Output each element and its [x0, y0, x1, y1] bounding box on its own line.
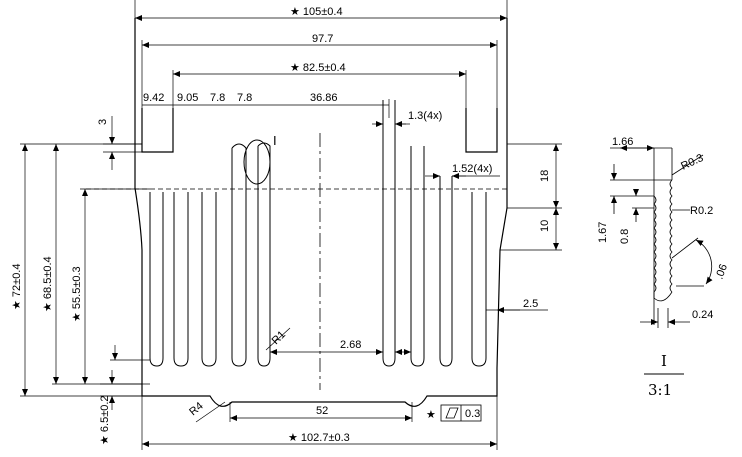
dim-2-68: 2.68	[340, 339, 361, 351]
detail-label-roman: I	[661, 352, 667, 370]
dim-inner-width: 97.7	[312, 33, 333, 45]
dim-9-05: 9.05	[177, 92, 198, 104]
dimension-text: ★ 105±0.4 97.7 ★ 82.5±0.4 9.42 9.05 7.8 …	[11, 6, 551, 445]
detail-dim-0-8: 0.8	[619, 229, 631, 244]
detail-dim-r0-3: R0.3	[679, 152, 705, 173]
dim-7-8b: 7.8	[237, 92, 252, 104]
detail-dim-r0-2: R0.2	[690, 205, 713, 217]
detail-marker-label: I	[273, 133, 277, 148]
fins	[149, 100, 487, 367]
dim-18: 18	[539, 170, 551, 182]
profile-outline	[134, 18, 508, 407]
detail-dim-1-66: 1.66	[612, 136, 633, 148]
dim-1-3: 1.3(4x)	[408, 110, 442, 122]
dim-36-86: 36.86	[310, 92, 338, 104]
detail-view: 1.66 R0.3 R0.2 1.67 0.8 .06 0.24 I 3:1	[597, 136, 730, 399]
dim-overall-width: ★ 105±0.4	[290, 6, 343, 18]
dim-52: 52	[316, 405, 328, 417]
dim-r4: R4	[187, 400, 205, 418]
dim-2-5: 2.5	[523, 298, 538, 310]
flatness-value: 0.3	[465, 408, 480, 420]
dim-68-5: ★ 68.5±0.4	[42, 256, 54, 312]
dim-fin-span: ★ 82.5±0.4	[290, 62, 346, 74]
dimension-lines	[20, 0, 562, 450]
dim-6-5: ★ 6.5±0.2	[99, 395, 111, 445]
dim-3: 3	[97, 119, 109, 125]
flatness-star: ★	[426, 409, 436, 421]
dim-9-42: 9.42	[143, 92, 164, 104]
center-lines	[86, 133, 507, 390]
detail-dim-1-67: 1.67	[597, 222, 609, 243]
dim-55-5: ★ 55.5±0.3	[71, 266, 83, 322]
detail-dim-06: .06	[714, 263, 731, 281]
dim-7-8a: 7.8	[210, 92, 225, 104]
detail-label-scale: 3:1	[648, 381, 672, 399]
dim-10: 10	[539, 220, 551, 232]
dim-102-7: ★ 102.7±0.3	[288, 432, 350, 444]
flatness-callout	[440, 404, 482, 422]
dim-72: ★ 72±0.4	[11, 264, 23, 310]
detail-dim-0-24: 0.24	[692, 309, 713, 321]
dim-1-52: 1.52(4x)	[452, 163, 492, 175]
detail-marker-ellipse	[243, 139, 271, 185]
